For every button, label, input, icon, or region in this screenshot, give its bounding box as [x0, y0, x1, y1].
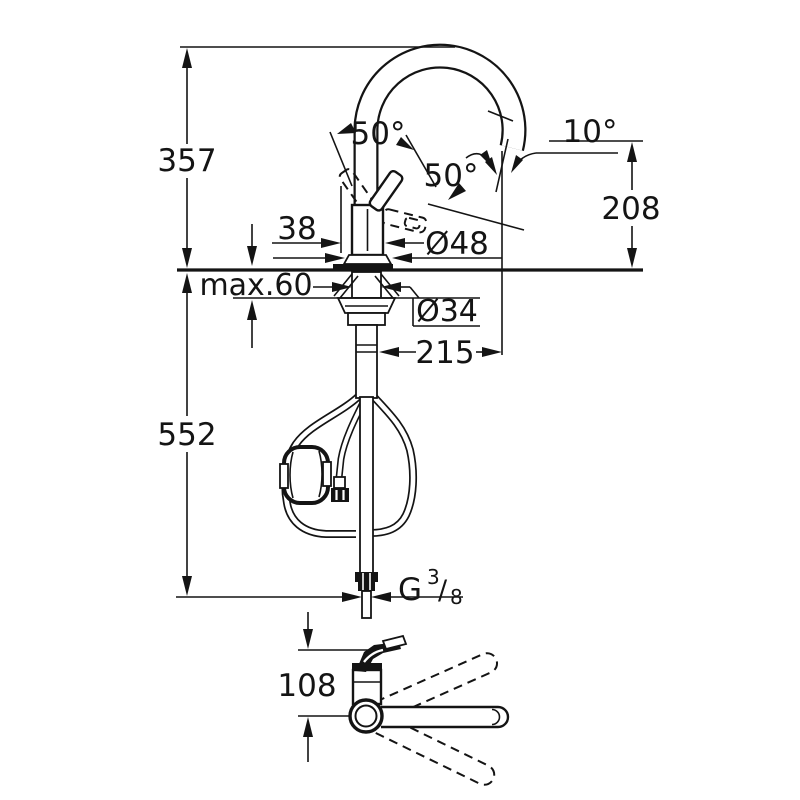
thread-sup-label: 3 — [427, 565, 440, 589]
pullout-tube — [355, 324, 378, 619]
thread-g-label: G — [398, 572, 422, 608]
mounting-flange — [336, 297, 397, 326]
dim-38-label: 38 — [277, 211, 316, 247]
hose-connector-nut — [331, 488, 349, 502]
swivel-joint-inner — [354, 704, 378, 728]
dim-dia48: Ø48 — [273, 226, 502, 263]
faucet-front-view — [348, 634, 510, 786]
dim-50deg-left: 50° — [329, 116, 437, 188]
dim-215: 215 — [379, 335, 502, 371]
dim-10deg-label: 10° — [563, 114, 618, 150]
dim-dia34: Ø34 — [313, 282, 480, 329]
dim-dia34-label: Ø34 — [416, 294, 478, 329]
dim-208: 208 — [601, 142, 661, 268]
dim-50deg-right-label: 50° — [424, 158, 479, 194]
handle-solid — [368, 169, 404, 212]
dim-552-label: 552 — [157, 417, 216, 453]
handle-dashed-right — [381, 208, 428, 234]
handle-dashed-left — [338, 168, 375, 212]
dim-10deg: 10° — [485, 114, 643, 175]
dim-38: 38 — [272, 186, 342, 253]
dim-108-label: 108 — [277, 668, 336, 704]
dim-357-label: 357 — [157, 143, 216, 179]
spout-bar — [381, 705, 510, 729]
dim-50deg-left-label: 50° — [351, 116, 406, 152]
faucet-body — [333, 203, 393, 272]
dim-552: 552 — [157, 273, 217, 596]
thread-slash-label: / — [438, 575, 448, 606]
dim-max60-label: max.60 — [199, 268, 312, 303]
thread-sub-label: 8 — [450, 585, 463, 609]
hose-weight — [279, 445, 332, 505]
outlet-projection-lines — [495, 138, 509, 355]
front-lever — [356, 642, 401, 672]
dim-g38: G 3 / 8 — [176, 565, 463, 609]
dim-max60: max.60 — [199, 224, 480, 348]
dim-215-label: 215 — [415, 335, 474, 371]
dim-50deg-right: 50° — [424, 150, 525, 231]
base-plate — [333, 264, 393, 272]
faucet-spout-arc — [353, 43, 527, 218]
stream-tilted-line — [495, 138, 509, 193]
dim-208-label: 208 — [601, 191, 660, 227]
spray-head-joint-line — [487, 110, 514, 122]
dim-dia48-label: Ø48 — [425, 226, 489, 262]
dim-357: 357 — [157, 48, 217, 268]
